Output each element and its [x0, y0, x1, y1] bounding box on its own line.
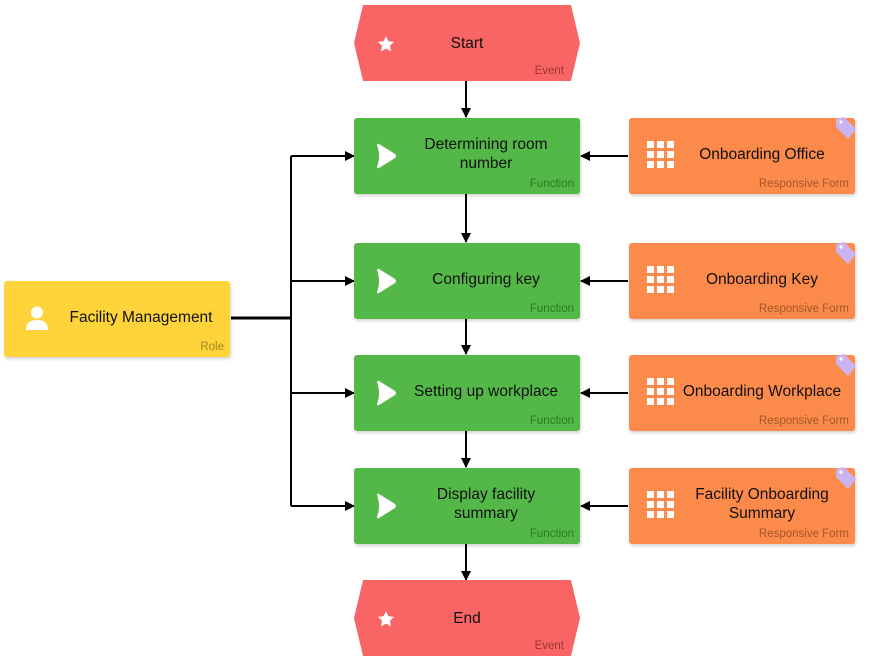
- tag-icon: [836, 354, 856, 376]
- form-type: Responsive Form: [758, 528, 849, 540]
- play-icon: [377, 268, 396, 294]
- function-type: Function: [529, 303, 574, 315]
- grid-icon: [647, 491, 674, 518]
- function-setting-up-workplace[interactable]: Setting up workplace Function: [354, 355, 580, 431]
- play-icon: [377, 493, 396, 519]
- form-type: Responsive Form: [758, 178, 849, 190]
- function-title: Determining room number: [424, 136, 548, 172]
- form-type: Responsive Form: [758, 415, 849, 427]
- star-icon: [377, 611, 395, 627]
- role-type: Role: [200, 341, 224, 353]
- event-end-title: End: [453, 609, 481, 627]
- grid-icon: [647, 378, 674, 405]
- grid-icon: [647, 266, 674, 293]
- play-icon: [377, 143, 396, 169]
- function-title: Configuring key: [432, 270, 540, 288]
- form-title: Onboarding Office: [699, 145, 825, 163]
- user-icon: [26, 306, 48, 330]
- form-title: Facility Onboarding Summary: [695, 486, 829, 522]
- function-title: Setting up workplace: [414, 382, 558, 400]
- form-title: Onboarding Key: [705, 270, 819, 288]
- form-onboarding-key[interactable]: Onboarding Key Responsive Form: [629, 242, 856, 319]
- form-facility-onboarding-summary[interactable]: Facility Onboarding Summary Responsive F…: [629, 467, 856, 544]
- function-display-facility-summary[interactable]: Display facility summary Function: [354, 468, 580, 544]
- function-title: Display facility summary: [436, 486, 536, 522]
- event-start[interactable]: Start Event: [354, 5, 580, 81]
- form-title: Onboarding Workplace: [682, 382, 842, 400]
- tag-icon: [836, 467, 856, 489]
- grid-icon: [647, 141, 674, 168]
- function-type: Function: [529, 178, 574, 190]
- event-start-type: Event: [534, 65, 564, 77]
- function-determining-room-number[interactable]: Determining room number Function: [354, 118, 580, 194]
- role-title: Facility Management: [69, 308, 213, 326]
- tag-icon: [836, 117, 856, 139]
- event-start-title: Start: [450, 34, 484, 52]
- play-icon: [377, 380, 396, 406]
- form-type: Responsive Form: [758, 303, 849, 315]
- role-facility-management[interactable]: Facility Management Role: [4, 281, 230, 357]
- form-onboarding-workplace[interactable]: Onboarding Workplace Responsive Form: [629, 354, 856, 431]
- event-end-type: Event: [534, 640, 564, 652]
- star-icon: [377, 36, 395, 52]
- function-type: Function: [529, 528, 574, 540]
- function-configuring-key[interactable]: Configuring key Function: [354, 243, 580, 319]
- tag-icon: [836, 242, 856, 264]
- form-onboarding-office[interactable]: Onboarding Office Responsive Form: [629, 117, 856, 194]
- function-type: Function: [529, 415, 574, 427]
- event-end[interactable]: End Event: [354, 580, 580, 656]
